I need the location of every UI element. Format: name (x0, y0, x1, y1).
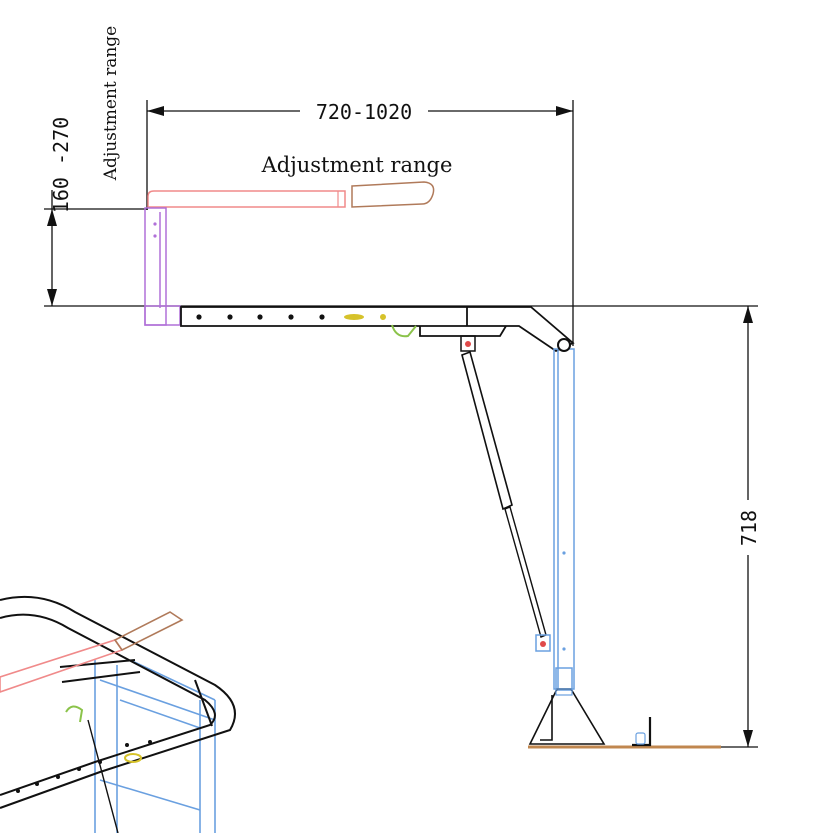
isometric-seat-frame (0, 595, 236, 809)
adjustment-hole (257, 314, 263, 320)
height-range-label: 160 -270 (49, 117, 73, 213)
seat-pivot-joint (557, 338, 571, 352)
raised-armrest (147, 181, 435, 208)
isometric-leg-frame (94, 659, 216, 833)
height-range-arrow-top (47, 209, 57, 226)
isometric-view (0, 595, 236, 833)
seat-frame (180, 306, 575, 353)
adjustment-hole (227, 314, 233, 320)
isometric-armrest (0, 611, 184, 693)
vertical-post-outer (144, 207, 167, 326)
isometric-strut (87, 719, 119, 833)
vertical-adjustment-label: Adjustment range (101, 26, 121, 181)
seat-frame-tube (180, 306, 575, 353)
vertical-post-hole-2 (153, 234, 157, 238)
adjustment-hole (319, 314, 325, 320)
isometric-holes (16, 740, 152, 793)
width-dimension (146, 100, 574, 346)
support-leg-tube (553, 348, 575, 690)
seat-frame-bracket (419, 325, 507, 337)
height-range-dimension (44, 190, 148, 306)
adjustment-hole (196, 314, 202, 320)
gas-spring-bottom-pivot (540, 641, 546, 647)
width-arrow-left (147, 106, 164, 116)
locking-pin (344, 314, 386, 320)
height-arrow-top (743, 306, 753, 323)
leg-foot-inner (540, 695, 553, 741)
height-arrow-bottom (743, 730, 753, 747)
vertical-post-hole-1 (153, 222, 157, 226)
gas-spring-cylinder (461, 350, 513, 511)
support-leg (553, 348, 575, 691)
support-leg-hole (562, 647, 566, 651)
vertical-post-foot (144, 305, 181, 326)
seat-frame-holes (196, 314, 325, 320)
clip-handle (391, 324, 417, 338)
support-leg-hole (562, 551, 566, 555)
floor-clip (635, 732, 646, 745)
gas-spring-top-mount (460, 335, 476, 352)
height-range-arrow-bottom (47, 289, 57, 306)
isometric-clip (65, 705, 84, 723)
support-leg-collar (555, 667, 573, 691)
adjustment-hole (288, 314, 294, 320)
leg-foot-blue-plate (555, 688, 573, 696)
locking-pin-head (380, 314, 386, 320)
locking-pin-handle (344, 314, 364, 320)
horizontal-adjustment-label: Adjustment range (261, 153, 453, 177)
raised-armrest-grip (351, 181, 435, 208)
floor-stopper (632, 717, 652, 747)
leg-foot-body (528, 688, 606, 745)
gas-spring-rod (504, 506, 547, 638)
raised-armrest-bar (147, 190, 346, 208)
height-label: 718 (737, 510, 761, 546)
width-range-label: 720-1020 (316, 100, 412, 124)
width-arrow-right (556, 106, 573, 116)
gas-spring (460, 335, 551, 652)
gas-spring-bottom-mount (535, 634, 551, 652)
gas-spring-top-pivot (465, 341, 471, 347)
isometric-pin (124, 753, 142, 763)
leg-foot (528, 688, 606, 745)
vertical-post (144, 207, 181, 326)
